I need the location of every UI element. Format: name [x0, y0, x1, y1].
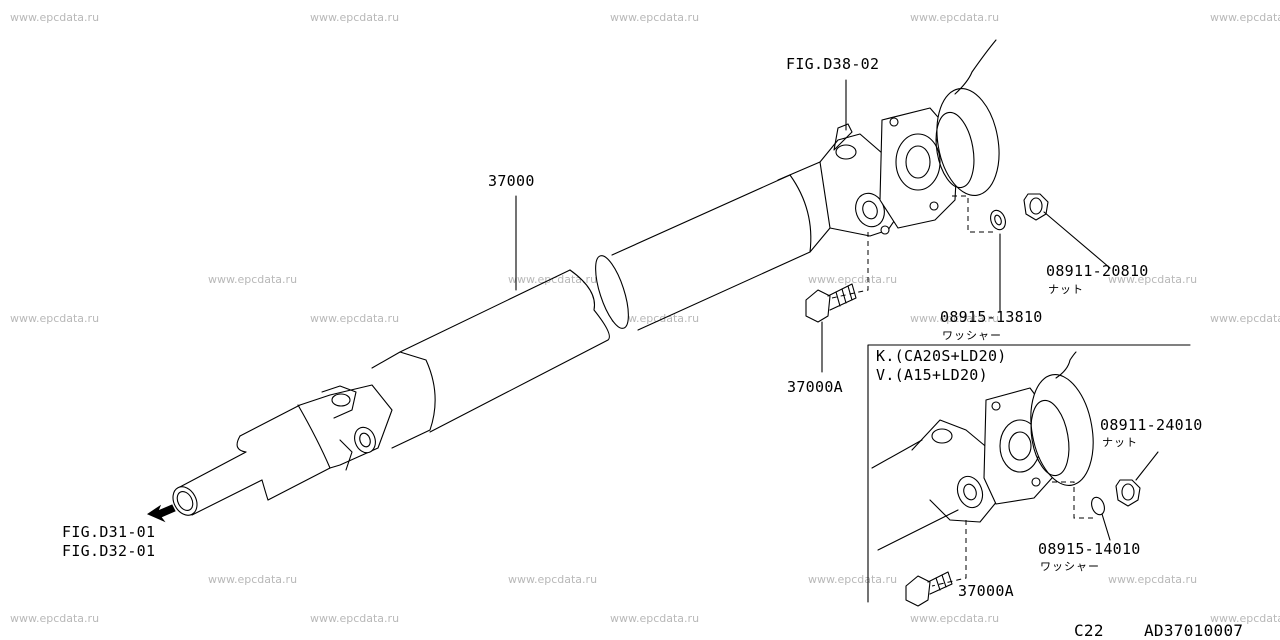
drawing-code: AD37010007: [1144, 621, 1244, 640]
nut-08911-20810-shape: [1023, 193, 1049, 221]
rear-companion-flange: [879, 39, 1000, 229]
callout-fig-d31-01: FIG.D31-01: [62, 523, 156, 541]
inset-nut-shape: [1115, 479, 1141, 507]
watermark-text: www.epcdata.ru: [208, 573, 298, 586]
inset-frame: [867, 344, 1191, 603]
watermark-text: www.epcdata.ru: [808, 273, 898, 286]
inset-part-37000A: 37000A: [958, 582, 1014, 600]
inset-part-08915-14010-name: ワッシャー: [1040, 560, 1100, 573]
watermark-text: www.epcdata.ru: [1210, 312, 1280, 325]
inset-universal-joint: [871, 419, 1001, 551]
inset-variant-k: K.(CA20S+LD20): [876, 347, 1007, 365]
watermark-text: www.epcdata.ru: [1108, 573, 1198, 586]
callout-part-37000A: 37000A: [787, 378, 843, 396]
watermark-text: www.epcdata.ru: [208, 273, 298, 286]
inset-washer-shape: [1091, 496, 1105, 516]
section-code: C22: [1074, 621, 1104, 640]
watermark-text: www.epcdata.ru: [310, 11, 400, 24]
callout-part-08915-13810: 08915-13810: [940, 308, 1043, 326]
inset-part-08911-24010-name: ナット: [1102, 436, 1138, 449]
callout-fig-d38-02: FIG.D38-02: [786, 55, 880, 73]
rear-tube-section: [595, 161, 831, 331]
watermark-text: www.epcdata.ru: [1210, 612, 1280, 625]
watermark-text: www.epcdata.ru: [610, 612, 700, 625]
front-slip-yoke: [172, 404, 331, 516]
inset-variant-v: V.(A15+LD20): [876, 366, 988, 384]
callout-part-08911-20810-name: ナット: [1048, 283, 1084, 296]
callout-part-08915-13810-name: ワッシャー: [942, 329, 1002, 342]
front-direction-arrow: [146, 504, 176, 523]
front-universal-joint: [299, 384, 393, 471]
callout-part-08911-20810: 08911-20810: [1046, 262, 1149, 280]
watermark-text: www.epcdata.ru: [910, 312, 1000, 325]
front-tube-section: [371, 269, 610, 449]
watermark-text: www.epcdata.ru: [610, 11, 700, 24]
watermark-text: www.epcdata.ru: [310, 612, 400, 625]
bolt-37000A-shape: [805, 283, 857, 323]
rear-universal-joint: [819, 123, 906, 237]
watermark-text: www.epcdata.ru: [508, 573, 598, 586]
watermark-text: www.epcdata.ru: [808, 573, 898, 586]
watermark-text: www.epcdata.ru: [10, 312, 100, 325]
watermark-text: www.epcdata.ru: [508, 273, 598, 286]
callout-part-37000: 37000: [488, 172, 535, 190]
inset-part-08915-14010: 08915-14010: [1038, 540, 1141, 558]
watermark-text: www.epcdata.ru: [910, 11, 1000, 24]
inset-companion-flange: [983, 351, 1094, 505]
watermark-text: www.epcdata.ru: [910, 612, 1000, 625]
watermark-text: www.epcdata.ru: [10, 612, 100, 625]
watermark-text: www.epcdata.ru: [610, 312, 700, 325]
watermark-text: www.epcdata.ru: [1108, 273, 1198, 286]
watermark-text: www.epcdata.ru: [10, 11, 100, 24]
inset-part-08911-24010: 08911-24010: [1100, 416, 1203, 434]
callout-fig-d32-01: FIG.D32-01: [62, 542, 156, 560]
inset-bolt-shape: [905, 571, 953, 607]
washer-08915-13810-shape: [990, 209, 1006, 231]
watermark-text: www.epcdata.ru: [310, 312, 400, 325]
watermark-text: www.epcdata.ru: [1210, 11, 1280, 24]
